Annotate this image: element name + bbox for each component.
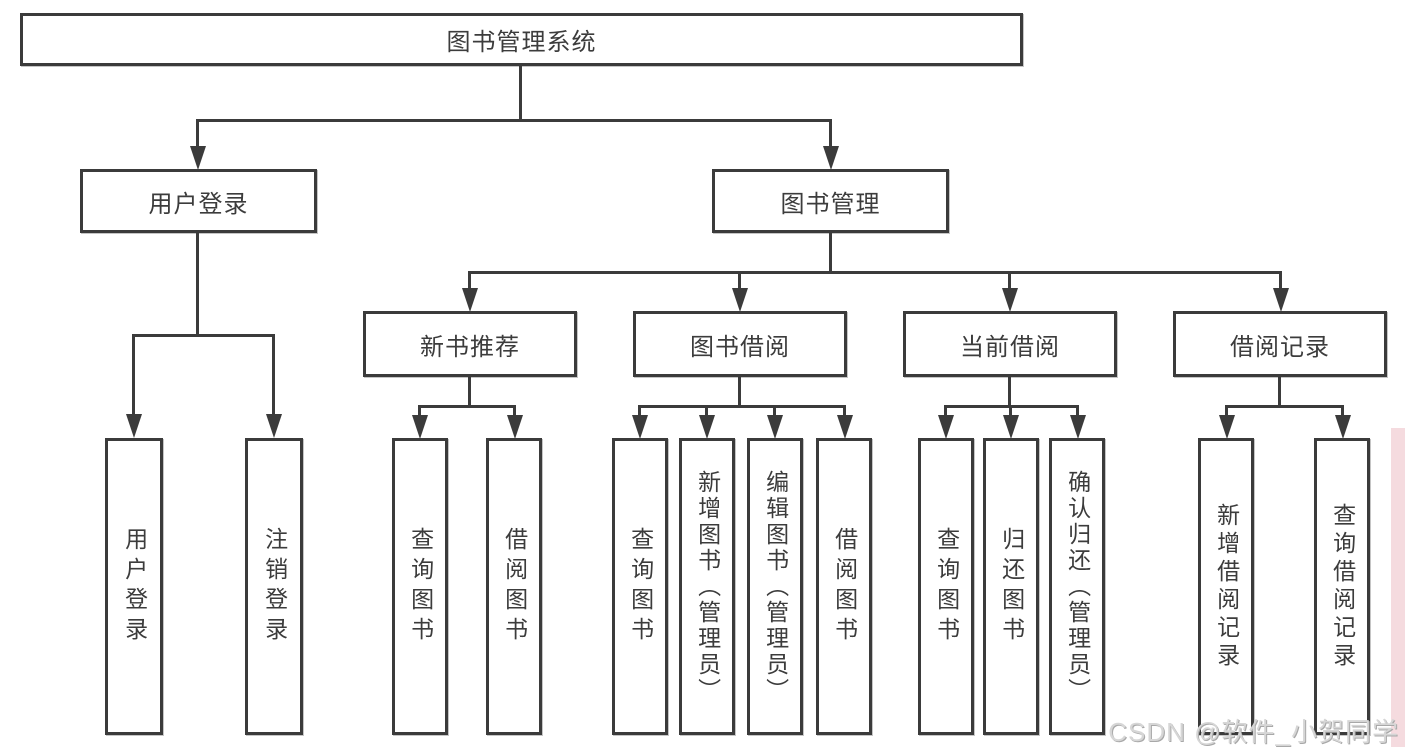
node-book-management-label: 图书管理 (780, 190, 881, 218)
connector-line (638, 405, 641, 417)
leaf-user-login-label: 用户登录 (121, 526, 148, 647)
arrow-down-icon (938, 415, 954, 439)
connector-line (1225, 405, 1228, 417)
leaf-confirm-return-admin: 确认归还（管理员） (1049, 438, 1105, 735)
connector-line (196, 233, 199, 337)
arrow-down-icon (823, 146, 839, 170)
node-root: 图书管理系统 (20, 13, 1023, 66)
connector-line (738, 271, 741, 289)
connector-line (1225, 405, 1344, 408)
node-book-borrow-label: 图书借阅 (690, 333, 790, 361)
watermark-text: CSDN @软件_小贺同学 (1108, 717, 1399, 747)
connector-line (705, 405, 708, 417)
connector-line (132, 334, 275, 337)
leaf-return-book: 归还图书 (983, 438, 1039, 735)
node-borrow-records: 借阅记录 (1173, 311, 1387, 377)
arrow-down-icon (462, 288, 478, 312)
arrow-down-icon (412, 415, 428, 439)
leaf-edit-book-admin: 编辑图书（管理员） (747, 438, 803, 735)
node-book-management: 图书管理 (712, 169, 949, 233)
connector-line (1076, 405, 1079, 417)
leaf-label: 新增图书（管理员） (694, 469, 721, 704)
node-current-borrow-label: 当前借阅 (960, 333, 1060, 361)
connector-line (843, 405, 846, 417)
node-new-book-recommend-label: 新书推荐 (420, 333, 520, 361)
connector-line (196, 119, 832, 122)
connector-line (418, 405, 421, 417)
arrow-down-icon (837, 415, 853, 439)
leaf-logout: 注销登录 (245, 438, 303, 735)
connector-line (638, 405, 846, 408)
leaf-add-book-admin: 新增图书（管理员） (679, 438, 735, 735)
leaf-label: 查询图书 (627, 526, 654, 647)
node-user-login-label: 用户登录 (148, 190, 249, 218)
connector-line (132, 334, 135, 414)
arrow-down-icon (1273, 288, 1289, 312)
arrow-down-icon (507, 415, 523, 439)
connector-line (272, 334, 275, 414)
leaf-label: 归还图书 (998, 526, 1025, 647)
connector-line (513, 405, 516, 417)
connector-line (1008, 377, 1011, 408)
connector-line (468, 377, 471, 408)
leaf-user-login: 用户登录 (105, 438, 163, 735)
leaf-label: 借阅图书 (501, 526, 528, 647)
arrow-down-icon (1070, 415, 1086, 439)
arrow-down-icon (1219, 415, 1235, 439)
leaf-add-borrow-record: 新增借阅记录 (1198, 438, 1254, 735)
connector-line (1008, 271, 1011, 289)
arrow-down-icon (732, 288, 748, 312)
connector-line (1279, 271, 1282, 289)
connector-line (1341, 405, 1344, 417)
leaf-query-borrow-record: 查询借阅记录 (1314, 438, 1370, 735)
connector-line (519, 66, 522, 121)
leaf-label: 确认归还（管理员） (1064, 469, 1091, 704)
node-borrow-records-label: 借阅记录 (1230, 333, 1330, 361)
node-user-login: 用户登录 (80, 169, 317, 233)
arrow-down-icon (699, 415, 715, 439)
node-new-book-recommend: 新书推荐 (363, 311, 577, 377)
node-book-borrow: 图书借阅 (633, 311, 847, 377)
connector-line (944, 405, 947, 417)
leaf-label: 查询图书 (407, 526, 434, 647)
connector-line (829, 119, 832, 149)
leaf-logout-label: 注销登录 (261, 526, 288, 647)
arrow-down-icon (1335, 415, 1351, 439)
connector-line (418, 405, 516, 408)
connector-line (196, 119, 199, 149)
pink-edge-strip (1391, 428, 1405, 747)
arrow-down-icon (1003, 415, 1019, 439)
node-root-label: 图书管理系统 (446, 29, 597, 56)
leaf-borrow-books-recommend: 借阅图书 (486, 438, 542, 735)
node-current-borrow: 当前借阅 (903, 311, 1117, 377)
connector-line (829, 233, 832, 274)
arrow-down-icon (632, 415, 648, 439)
arrow-down-icon (266, 414, 282, 438)
arrow-down-icon (767, 415, 783, 439)
connector-line (773, 405, 776, 417)
arrow-down-icon (1002, 288, 1018, 312)
leaf-borrow-books: 借阅图书 (816, 438, 872, 735)
connector-line (468, 271, 1282, 274)
connector-line (468, 271, 471, 289)
leaf-label: 查询借阅记录 (1329, 502, 1356, 671)
leaf-query-books-borrow: 查询图书 (612, 438, 668, 735)
connector-line (1009, 405, 1012, 417)
connector-line (738, 377, 741, 408)
arrow-down-icon (190, 146, 206, 170)
leaf-query-books-recommend: 查询图书 (392, 438, 448, 735)
leaf-query-books-current: 查询图书 (918, 438, 974, 735)
connector-line (1278, 377, 1281, 408)
arrow-down-icon (126, 414, 142, 438)
leaf-label: 查询图书 (933, 526, 960, 647)
leaf-label: 新增借阅记录 (1213, 502, 1240, 671)
leaf-label: 借阅图书 (831, 526, 858, 647)
leaf-label: 编辑图书（管理员） (762, 469, 789, 704)
